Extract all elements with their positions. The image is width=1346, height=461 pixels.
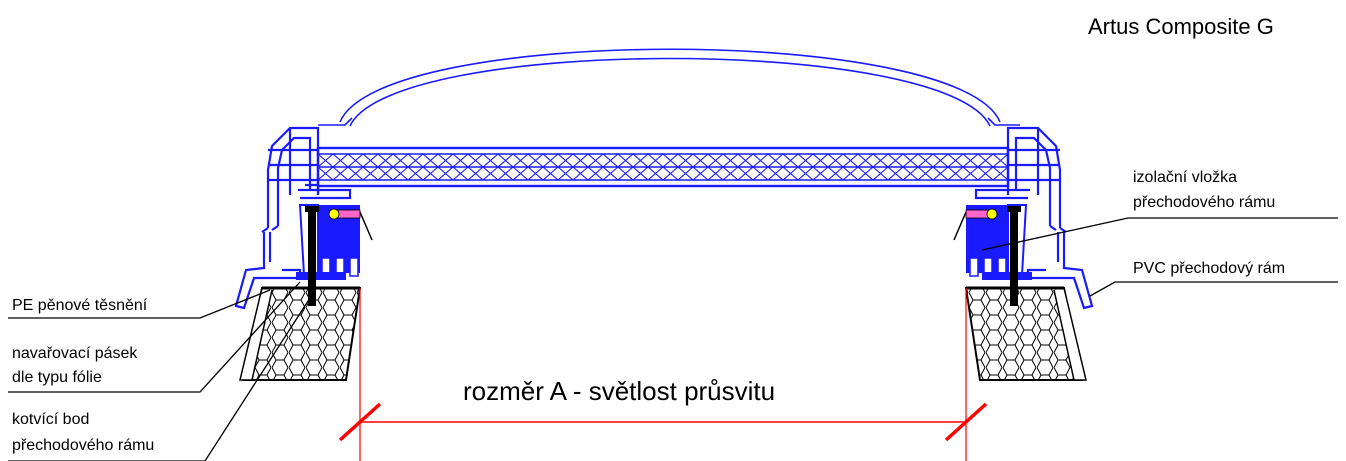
label-foam-seal: PE pěnové těsnění [12,297,148,314]
right-screw [953,208,998,241]
label-welding-strip-line1: navařovací pásek [12,345,138,362]
dimension-line-group [338,288,988,461]
left-curb [239,286,362,381]
dimension-tick-right [944,402,988,442]
multiwall-panel [316,146,1010,188]
leader-anchor [8,297,311,461]
left-frame-profile [234,126,352,310]
dimension-label: rozměr A - světlost průsvitu [463,376,775,406]
label-welding-strip-line2: dle typu fólie [12,369,102,386]
leader-insulation [981,217,1338,251]
leader-welding-strip [8,281,301,393]
dimension-tick-left [338,402,382,442]
acrylic-dome [318,48,1020,127]
left-anchor-bolt [305,206,319,306]
leader-pvc-frame [1089,281,1338,297]
label-insulation-line1: izolační vložka [1133,169,1237,186]
label-anchor-line1: kotvící bod [12,411,89,428]
right-curb [964,286,1087,381]
leader-lines-left [8,281,311,461]
left-screw [328,208,373,241]
label-anchor-line2: přechodového rámu [12,437,154,454]
left-insulation-insert [296,204,360,280]
leader-lines-right [981,217,1338,297]
drawing-title: Artus Composite G [1088,14,1274,39]
right-anchor-bolt [1007,206,1021,306]
leader-foam-seal [8,289,271,319]
label-pvc-frame: PVC přechodový rám [1133,260,1285,277]
label-insulation-line2: přechodového rámu [1133,194,1275,211]
